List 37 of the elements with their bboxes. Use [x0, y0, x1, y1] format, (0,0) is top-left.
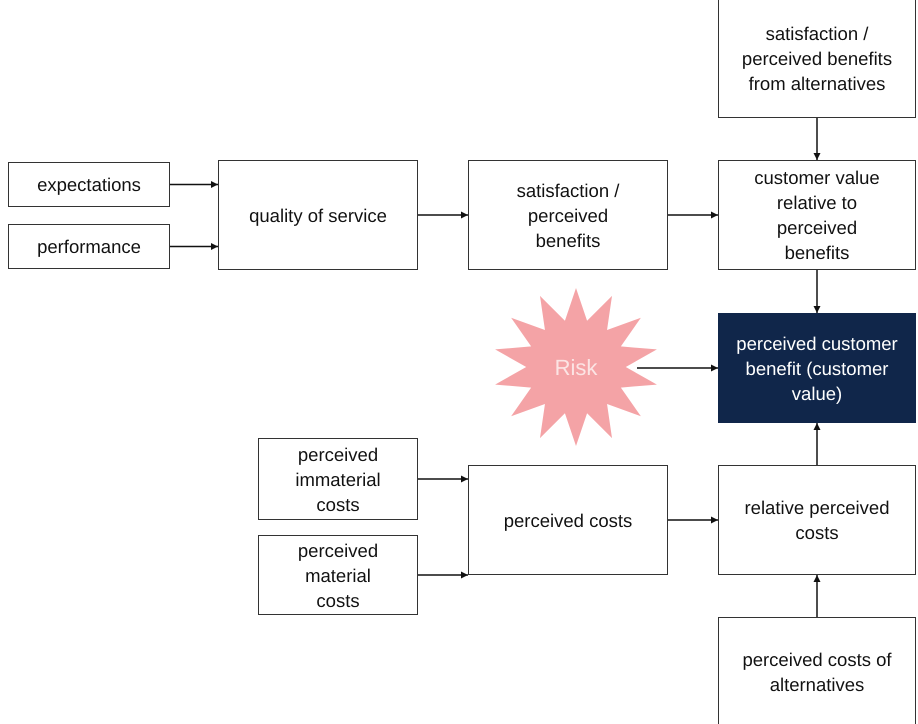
node-label: perceived costs of alternatives	[741, 648, 893, 697]
process-box	[718, 465, 916, 575]
process-box	[218, 160, 418, 270]
arrow	[418, 476, 468, 482]
process-box	[258, 535, 418, 615]
arrow	[814, 575, 820, 617]
node-label: Risk	[554, 354, 598, 380]
node-label: perceived customer benefit (customer value)	[735, 332, 899, 406]
arrow	[668, 212, 718, 218]
node-label: customer value relative to perceived benefits	[753, 166, 881, 265]
process-box	[718, 617, 916, 724]
arrow	[814, 118, 820, 160]
node-label: perceived costs	[502, 508, 634, 532]
process-box	[718, 160, 916, 270]
result-box	[718, 313, 916, 423]
arrow	[637, 364, 718, 372]
node-label: relative perceived costs	[744, 496, 890, 545]
node-label: quality of service	[248, 204, 388, 228]
node-label: satisfaction / perceived benefits	[516, 178, 620, 252]
arrow	[418, 212, 468, 218]
arrow	[170, 243, 218, 250]
process-box	[8, 162, 170, 207]
arrow	[814, 423, 820, 465]
process-box	[258, 438, 418, 520]
arrow	[668, 516, 718, 524]
node-label: satisfaction / perceived benefits from alternatives	[740, 22, 894, 96]
node-label: perceived material costs	[296, 538, 380, 612]
arrow	[170, 181, 218, 188]
arrow	[418, 572, 468, 578]
process-box	[8, 224, 170, 269]
node-label: performance	[36, 235, 142, 259]
process-box	[718, 0, 916, 118]
process-box	[468, 465, 668, 575]
arrow	[814, 270, 820, 313]
process-box	[468, 160, 668, 270]
node-label: expectations	[36, 173, 142, 197]
node-label: perceived immaterial costs	[294, 442, 382, 516]
